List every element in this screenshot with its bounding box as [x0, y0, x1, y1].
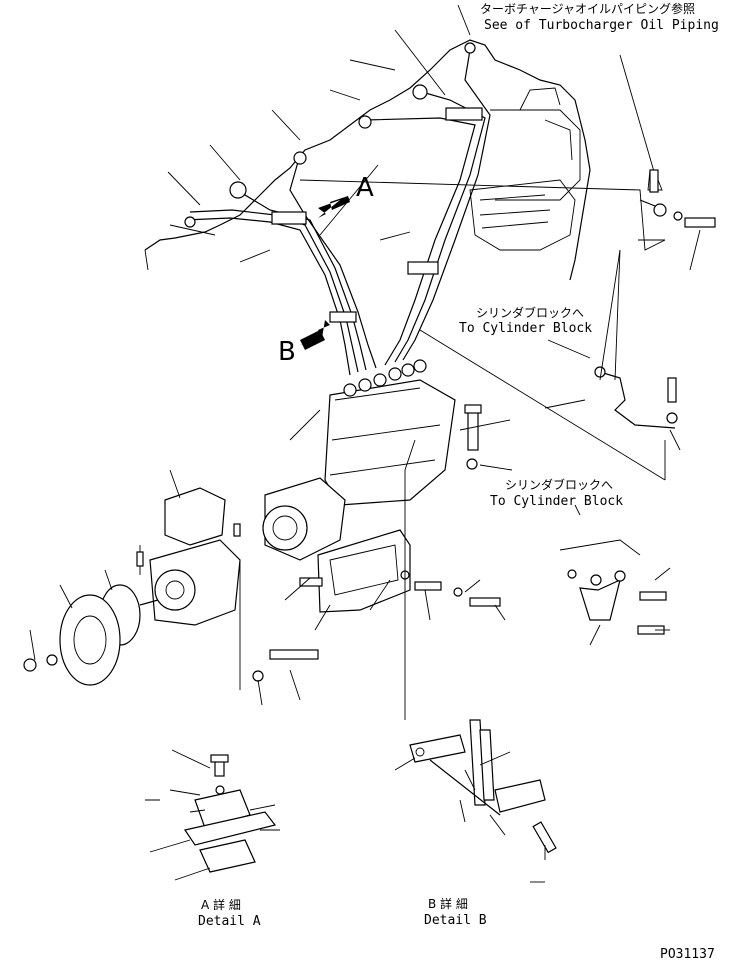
view-label-a: A [356, 173, 374, 203]
cylinder-note-2-en: To Cylinder Block [490, 494, 624, 509]
detail-a-title-en: Detail A [198, 914, 261, 929]
engine-block [144, 39, 591, 281]
air-compressor [23, 487, 241, 686]
turbo-note-en: See of Turbocharger Oil Piping [484, 18, 719, 33]
cylinder-note-1-jp: シリンダブロックへ [476, 306, 585, 320]
drawing-number: PO31137 [660, 947, 715, 962]
cylinder-note-1-en: To Cylinder Block [459, 321, 593, 336]
detail-b-title-jp: B 詳 細 [428, 897, 468, 911]
detail-b-drawing [394, 719, 557, 883]
detail-a-drawing [145, 749, 280, 881]
cylinder-note-2-jp: シリンダブロックへ [505, 478, 614, 492]
injection-pump [262, 359, 456, 613]
leader-lines [29, 4, 701, 720]
injection-pipes [184, 42, 491, 376]
view-arrow-b [300, 320, 330, 350]
detail-b-title-en: Detail B [424, 913, 487, 928]
turbo-note-jp: ターボチャージャオイルパイピング参照 [480, 2, 696, 16]
detail-a-title-jp: A 詳 細 [201, 898, 241, 912]
hardware [252, 199, 716, 682]
view-label-b: B [278, 337, 296, 367]
view-arrow-a [318, 196, 350, 218]
